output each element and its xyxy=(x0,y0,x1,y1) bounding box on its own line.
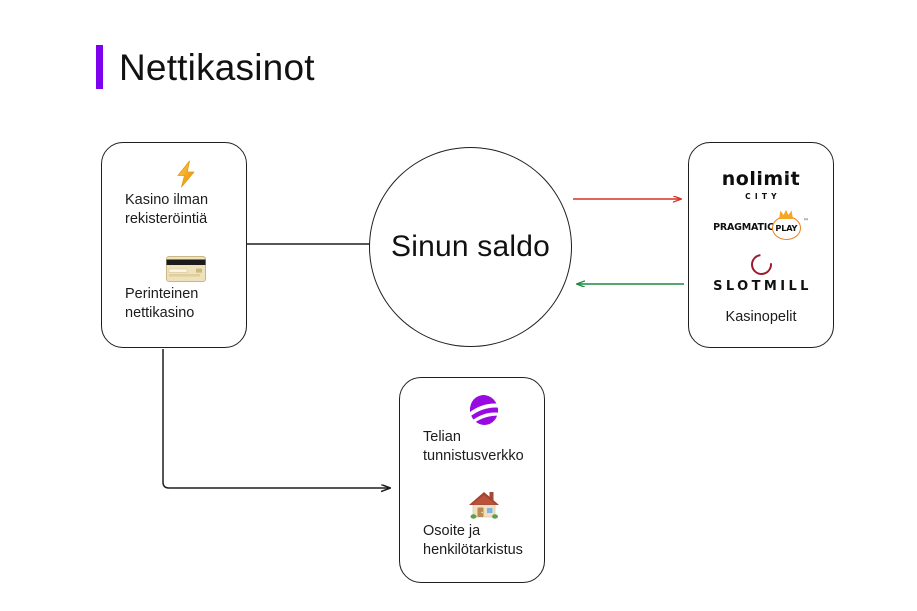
trademark-icon: ™ xyxy=(802,218,809,225)
verification-item-telia: Telian tunnistusverkko xyxy=(400,392,544,466)
casino-games-caption: Kasinopelit xyxy=(725,309,797,325)
crown-icon xyxy=(778,209,793,219)
slotmill-wordmark: SLOTMILL xyxy=(713,279,812,294)
credit-card-icon xyxy=(125,253,246,285)
house-icon xyxy=(423,488,544,522)
slotmill-logo: SLOTMILL xyxy=(689,249,833,297)
pragmatic-play-wordmark: PRAGMATIC xyxy=(713,222,774,234)
title-accent-bar xyxy=(96,45,103,89)
nolimit-city-subtext: CITY xyxy=(745,191,781,201)
nolimit-city-wordmark: nolimit xyxy=(721,167,801,190)
verification-item-label: Osoite ja henkilötarkistus xyxy=(423,523,523,559)
nolimit-city-logo: nolimit CITY xyxy=(689,165,833,205)
deposit-item-label: Kasino ilman rekisteröintiä xyxy=(125,192,209,228)
deposit-item-no-registration: Kasino ilman rekisteröintiä xyxy=(102,157,246,229)
node-balance[interactable]: Sinun saldo xyxy=(369,147,572,347)
slotmill-ring-icon xyxy=(746,249,776,280)
telia-logo-icon xyxy=(423,392,544,428)
verification-item-address: Osoite ja henkilötarkistus xyxy=(400,488,544,560)
node-verification[interactable]: Telian tunnistusverkko Osoite ja henkilö… xyxy=(399,377,545,583)
deposit-item-traditional: Perinteinen nettikasino xyxy=(102,253,246,323)
lightning-bolt-icon xyxy=(125,157,246,191)
verification-item-label: Telian tunnistusverkko xyxy=(423,429,524,465)
page-title: Nettikasinot xyxy=(119,46,315,88)
balance-label: Sinun saldo xyxy=(391,229,550,263)
pragmatic-play-logo: PRAGMATIC PLAY ™ xyxy=(689,205,833,251)
deposit-item-label: Perinteinen nettikasino xyxy=(125,286,199,322)
page-header: Nettikasinot xyxy=(96,42,315,92)
pragmatic-play-badge: PLAY xyxy=(771,209,801,240)
connector-deposit-to-verification xyxy=(162,349,390,488)
node-deposit-methods[interactable]: Kasino ilman rekisteröintiä Perinteinen … xyxy=(101,142,247,348)
node-casino-games[interactable]: nolimit CITY PRAGMATIC PLAY ™ SLOTMILL K… xyxy=(688,142,834,348)
